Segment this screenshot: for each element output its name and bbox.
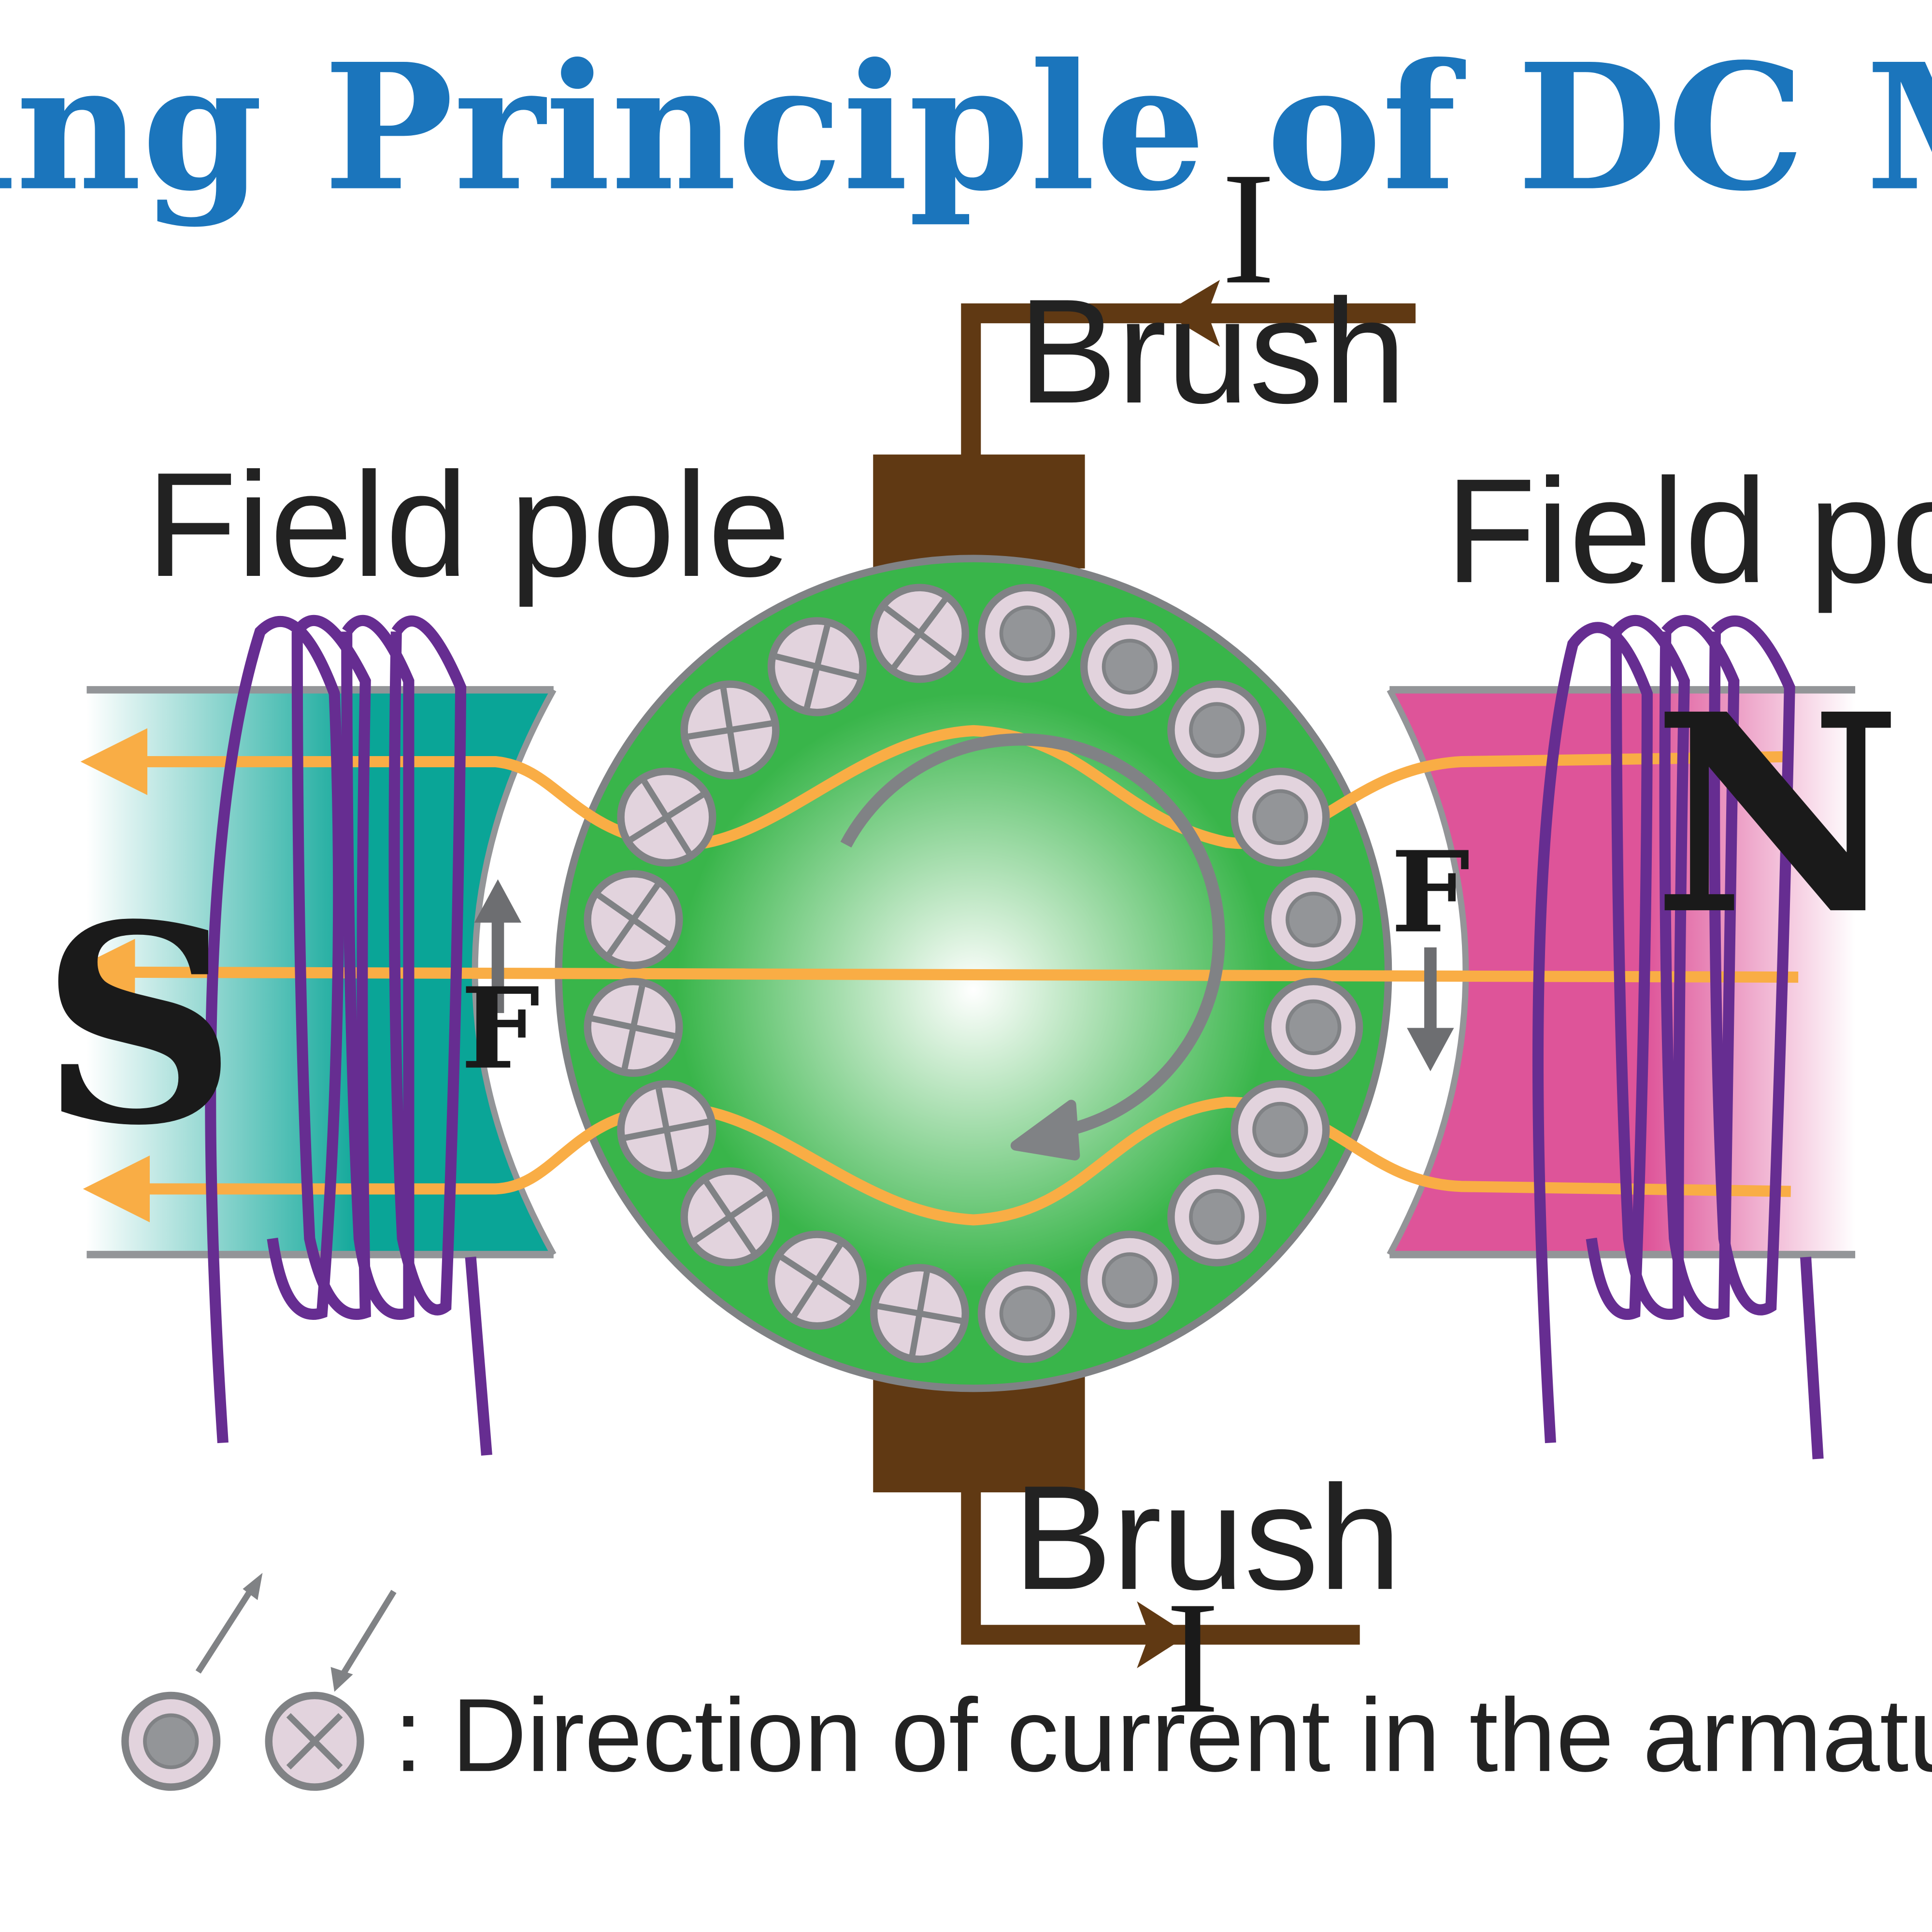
flux-line-middle: [68, 939, 1799, 1006]
conductor-current-out: [1231, 767, 1330, 867]
rotation-arrow-icon: [840, 733, 1225, 1160]
conductor-current-in: [680, 680, 780, 780]
conductor-current-in: [870, 1264, 969, 1363]
south-pole-label: S: [40, 865, 237, 1186]
conductor-current-in: [617, 767, 716, 867]
top-brush: [873, 454, 1085, 569]
current-label-bottom: I: [1166, 1569, 1219, 1747]
legend-text: : Direction of current in the armature: [394, 1677, 1932, 1793]
conductor-current-out: [1264, 870, 1363, 969]
top-current-arrow-icon: [1164, 280, 1220, 347]
conductor-current-out: [1167, 680, 1267, 780]
bottom-brush: [873, 1374, 1085, 1492]
brush-label-bottom: Brush: [1013, 1455, 1402, 1621]
conductor-current-in: [584, 977, 683, 1077]
conductor-current-out: [1167, 1167, 1267, 1267]
conductor-current-out: [977, 584, 1077, 683]
force-label-right: F: [1391, 827, 1470, 958]
armature-conductors: [584, 584, 1363, 1363]
conductor-current-out: [1231, 1080, 1330, 1179]
diagram-title: Working Principle of DC Motor: [0, 26, 1932, 229]
conductor-current-in: [617, 1080, 716, 1179]
brush-label-top: Brush: [1018, 269, 1406, 434]
north-field-coil: [1532, 615, 1824, 1460]
conductor-current-in: [767, 1231, 867, 1330]
conductor-current-out: [977, 1264, 1077, 1363]
field-pole-label-left: Field pole: [146, 442, 790, 608]
conductor-current-out: [1264, 977, 1363, 1077]
conductor-current-out: [1080, 617, 1179, 716]
field-pole-label-right: Field pole: [1445, 448, 1932, 615]
current-into-page-icon: [265, 1691, 364, 1791]
current-out-of-page-icon: [121, 1691, 221, 1791]
bottom-brush-wire: [961, 1486, 1360, 1645]
conductor-current-in: [767, 617, 867, 716]
south-field-coil: [205, 615, 492, 1456]
legend: : Direction of current in the armature: [121, 1573, 1932, 1793]
top-brush-wire: [961, 303, 1416, 458]
force-arrow-right: [1407, 947, 1454, 1072]
conductor-current-in: [680, 1167, 780, 1267]
force-arrow-left: [474, 879, 522, 1013]
conductor-current-in: [584, 870, 683, 969]
conductor-current-in: [870, 584, 969, 683]
current-label-top: I: [1221, 139, 1275, 317]
brush-assembly: [873, 280, 1416, 1668]
north-pole-label: N: [1653, 655, 1902, 975]
bottom-current-arrow-icon: [1137, 1601, 1189, 1668]
conductor-current-out: [1080, 1231, 1179, 1330]
force-label-left: F: [461, 963, 540, 1094]
